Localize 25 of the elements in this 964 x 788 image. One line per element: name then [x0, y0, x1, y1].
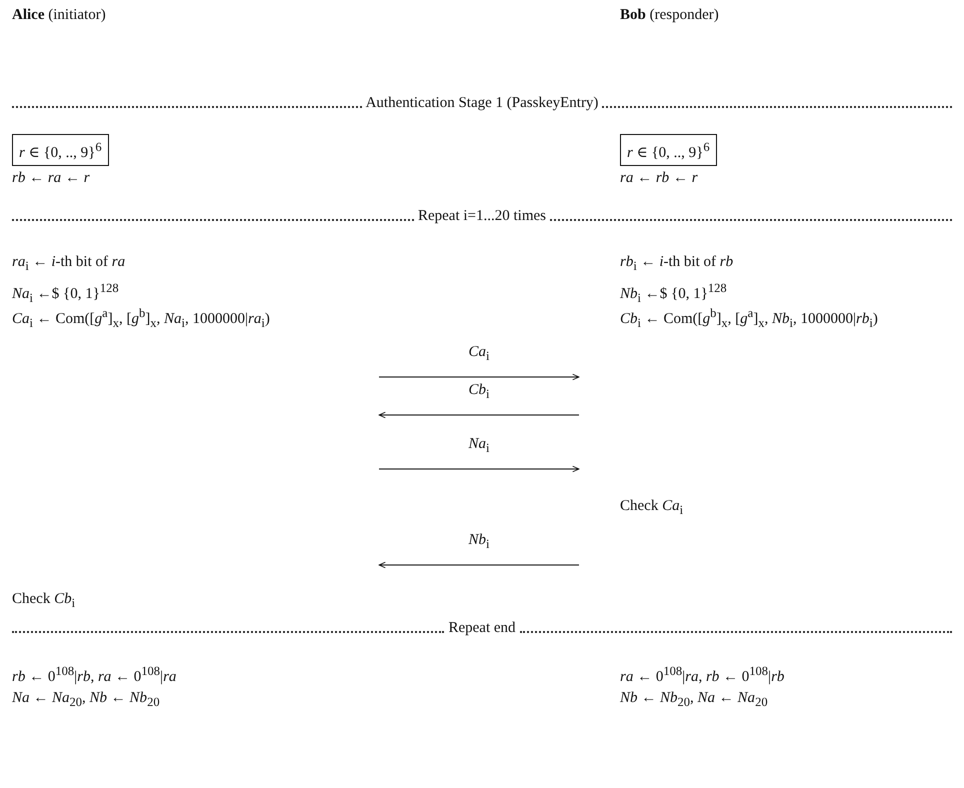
formula-box: r ∈ {0, .., 9}$^{6}$ [620, 134, 717, 166]
formula-text: ra ← 0$^{108}$|ra, rb ← 0$^{108}$|rb [620, 663, 784, 687]
formula-text: Check Cb$_{i}$ [12, 590, 76, 612]
message-label: Nb$_{i}$ [468, 531, 490, 553]
message-label: Ca$_{i}$ [468, 343, 490, 365]
formula-text: rb$_{i}$ ← i-th bit of rb [620, 253, 734, 275]
formula-text: Na ← Na$_{20}$, Nb ← Nb$_{20}$ [12, 689, 160, 711]
formula-text: Cb$_{i}$ ← Com([g$^{b}$]$_{x}$, [g$^{a}$]$_{x}$, Nb$_{i}$, 1000000|rb$_{i}$) [620, 305, 878, 332]
section-heading: Authentication Stage 1 (PasskeyEntry) [364, 94, 600, 113]
participant-name: Bob (responder) [620, 5, 719, 25]
section-heading: Repeat i=1...20 times [416, 207, 548, 226]
formula-text: ra ← rb ← r [620, 169, 698, 188]
formula-text: rb ← ra ← r [12, 169, 90, 188]
message-label: Na$_{i}$ [468, 435, 490, 457]
formula-text: Na$_{i}$ ←$ {0, 1}$^{128}$ [12, 280, 119, 307]
formula-text: rb ← 0$^{108}$|rb, ra ← 0$^{108}$|ra [12, 663, 176, 687]
section-heading: Repeat end [447, 619, 517, 638]
formula-box: r ∈ {0, .., 9}$^{6}$ [12, 134, 109, 166]
formula-text: ra$_{i}$ ← i-th bit of ra [12, 253, 126, 275]
participant-name: Alice (initiator) [12, 5, 106, 25]
formula-text: Check Ca$_{i}$ [620, 497, 684, 519]
message-label: Cb$_{i}$ [468, 381, 490, 403]
formula-text: Nb$_{i}$ ←$ {0, 1}$^{128}$ [620, 280, 727, 307]
formula-text: Nb ← Nb$_{20}$, Na ← Na$_{20}$ [620, 689, 768, 711]
formula-text: Ca$_{i}$ ← Com([g$^{a}$]$_{x}$, [g$^{b}$]$_{x}$, Na$_{i}$, 1000000|ra$_{i}$) [12, 305, 270, 332]
